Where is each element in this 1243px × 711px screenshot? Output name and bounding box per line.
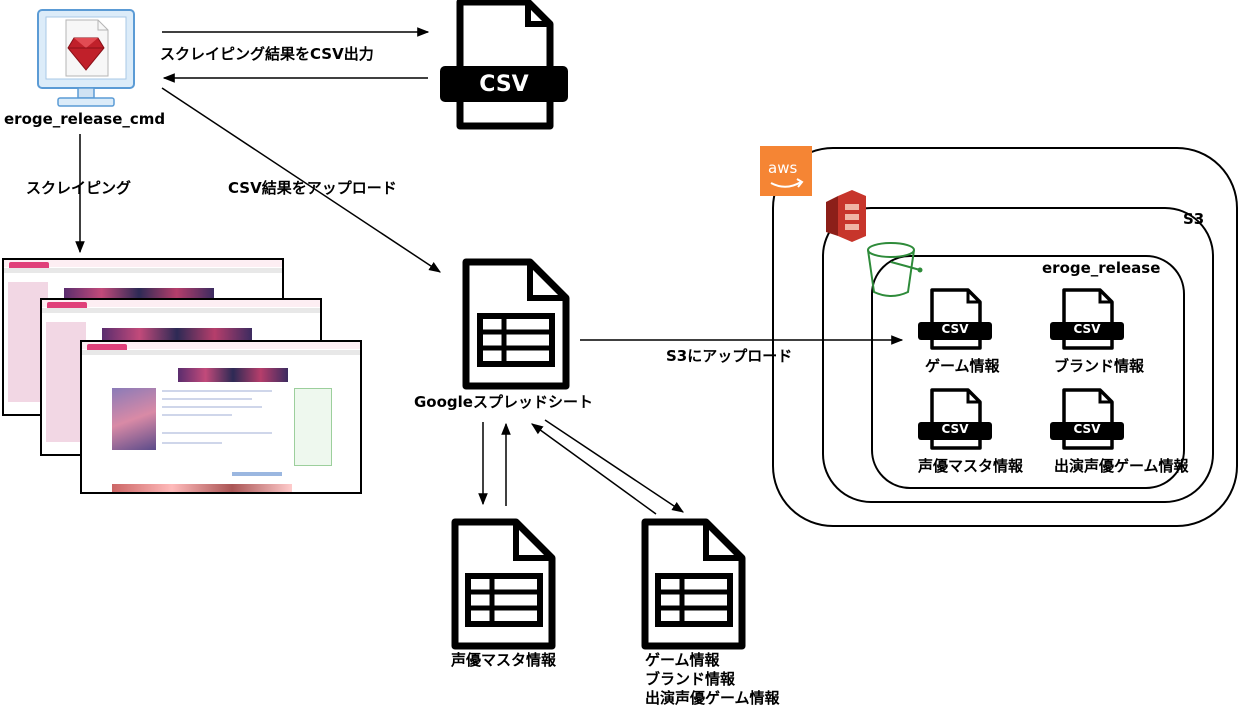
- s3-upload-label: S3にアップロード: [666, 347, 793, 365]
- csv-upload-label: CSV結果をアップロード: [228, 179, 397, 197]
- games-sheet-label-3: 出演声優ゲーム情報: [645, 689, 780, 707]
- aws-cloud-boundary: [772, 147, 1238, 527]
- ruby-file-icon: [65, 19, 109, 77]
- s3-boundary: [822, 207, 1214, 503]
- spreadsheet-icon-voice-actor: [451, 518, 556, 650]
- s3-file-label-brand: ブランド情報: [1054, 357, 1145, 375]
- csv-output-label: スクレイピング結果をCSV出力: [160, 45, 374, 63]
- s3-file-label-game: ゲーム情報: [925, 357, 1000, 375]
- csv-file-icon-brand: [1050, 288, 1124, 350]
- games-sheet-label-1: ゲーム情報: [645, 651, 720, 669]
- aws-logo-icon: [760, 146, 812, 196]
- scraping-label: スクレイピング: [26, 179, 132, 197]
- website-screenshot-3: [80, 340, 362, 494]
- bucket-boundary: [871, 255, 1185, 489]
- arrow-games-to-sheet: [531, 423, 657, 515]
- bucket-label: eroge_release: [1042, 259, 1161, 277]
- bucket-icon: [867, 242, 923, 297]
- spreadsheet-icon-games: [641, 518, 746, 650]
- games-sheet-label-2: ブランド情報: [645, 670, 736, 688]
- arrow-sheet-to-games: [544, 419, 684, 513]
- site-logo: [47, 302, 87, 310]
- voice-actor-sheet-label: 声優マスタ情報: [451, 651, 557, 669]
- aws-logo-text: aws: [768, 159, 798, 177]
- s3-icon: [826, 190, 866, 242]
- csv-badge-text: CSV: [479, 72, 529, 97]
- csv-badge-brand: CSV: [1073, 322, 1101, 336]
- s3-file-label-voice-actor: 声優マスタ情報: [918, 457, 1024, 475]
- csv-file-icon: [440, 0, 568, 130]
- arrow-upload-csv: [161, 87, 442, 273]
- spreadsheet-icon-main: [462, 258, 570, 390]
- s3-file-label-cast: 出演声優ゲーム情報: [1054, 457, 1189, 475]
- spreadsheet-label: Googleスプレッドシート: [414, 393, 593, 411]
- cmd-label: eroge_release_cmd: [4, 110, 166, 128]
- csv-file-icon-game: [918, 288, 992, 350]
- csv-file-icon-cast: [1050, 388, 1124, 450]
- csv-badge-game: CSV: [941, 322, 969, 336]
- csv-file-icon-voice-actor: [918, 388, 992, 450]
- csv-badge-voice-actor: CSV: [941, 422, 969, 436]
- site-logo: [87, 344, 127, 352]
- s3-label: S3: [1183, 210, 1205, 228]
- site-logo: [9, 262, 49, 270]
- csv-badge-cast: CSV: [1073, 422, 1101, 436]
